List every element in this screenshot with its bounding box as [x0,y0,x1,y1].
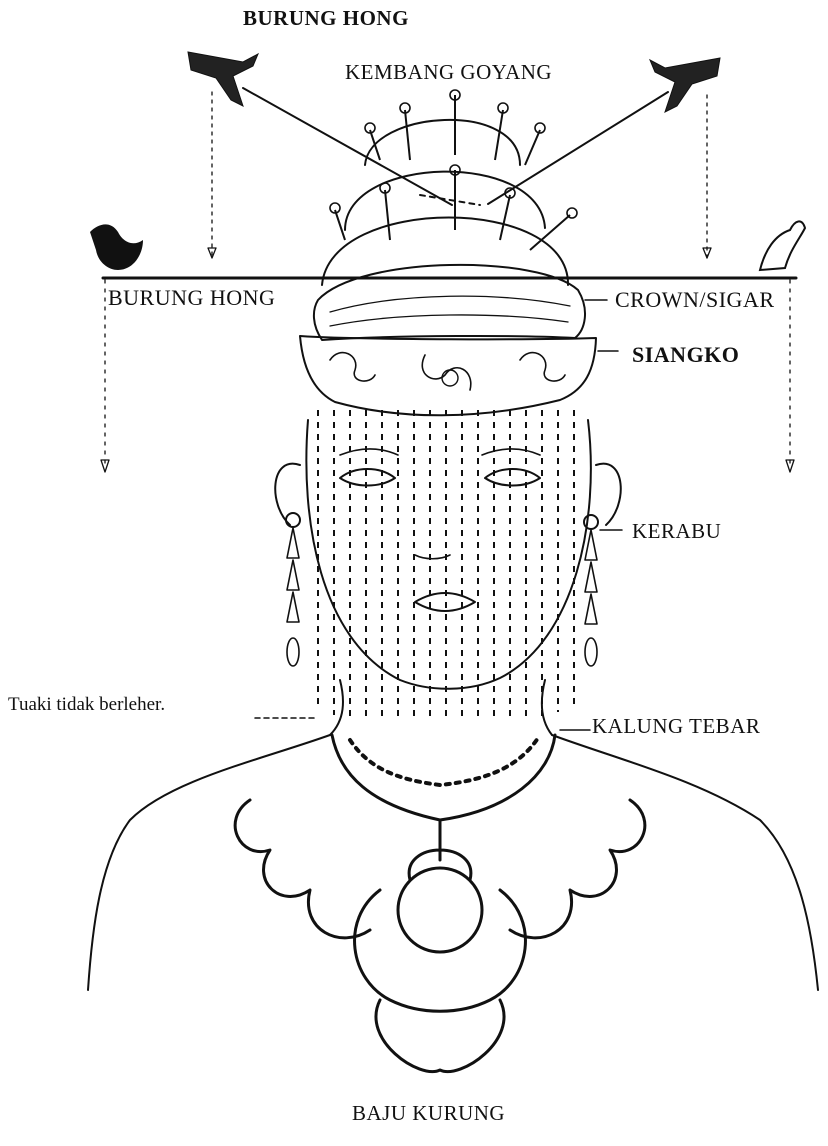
bird-phoenix-top-right [650,58,720,112]
shoulders [88,735,818,990]
bird-phoenix-left-rod [90,224,143,270]
pointer-line-left-bird [243,88,452,205]
label-kalung-tebar: KALUNG TEBAR [592,714,760,739]
kerabu-earring-left [286,513,300,527]
label-burung-hong-top: BURUNG HONG [243,6,409,31]
kerabu-earring-right [584,515,598,529]
bird-phoenix-right-rod [760,221,805,270]
nose [415,555,450,559]
label-siangko: SIANGKO [632,342,739,368]
veil-strands [318,410,574,720]
hair-bun-bottom [322,218,568,286]
label-crown-sigar: CROWN/SIGAR [615,287,775,313]
label-baju-kurung: BAJU KURUNG [352,1101,505,1126]
label-tuaki: Tuaki tidak berleher. [8,694,165,716]
hair-bun-top [365,120,520,165]
label-burung-hong-left: BURUNG HONG [108,285,275,311]
label-kerabu: KERABU [632,519,721,544]
eye-left [340,469,395,486]
siangko-band [300,336,596,415]
ear-right [596,464,621,525]
kalung-tebar [332,735,555,820]
label-kembang-goyang: KEMBANG GOYANG [345,60,552,85]
crown-sigar [314,265,585,340]
baju-kurung-ornament [355,820,526,1011]
bird-phoenix-top-left [188,52,258,106]
